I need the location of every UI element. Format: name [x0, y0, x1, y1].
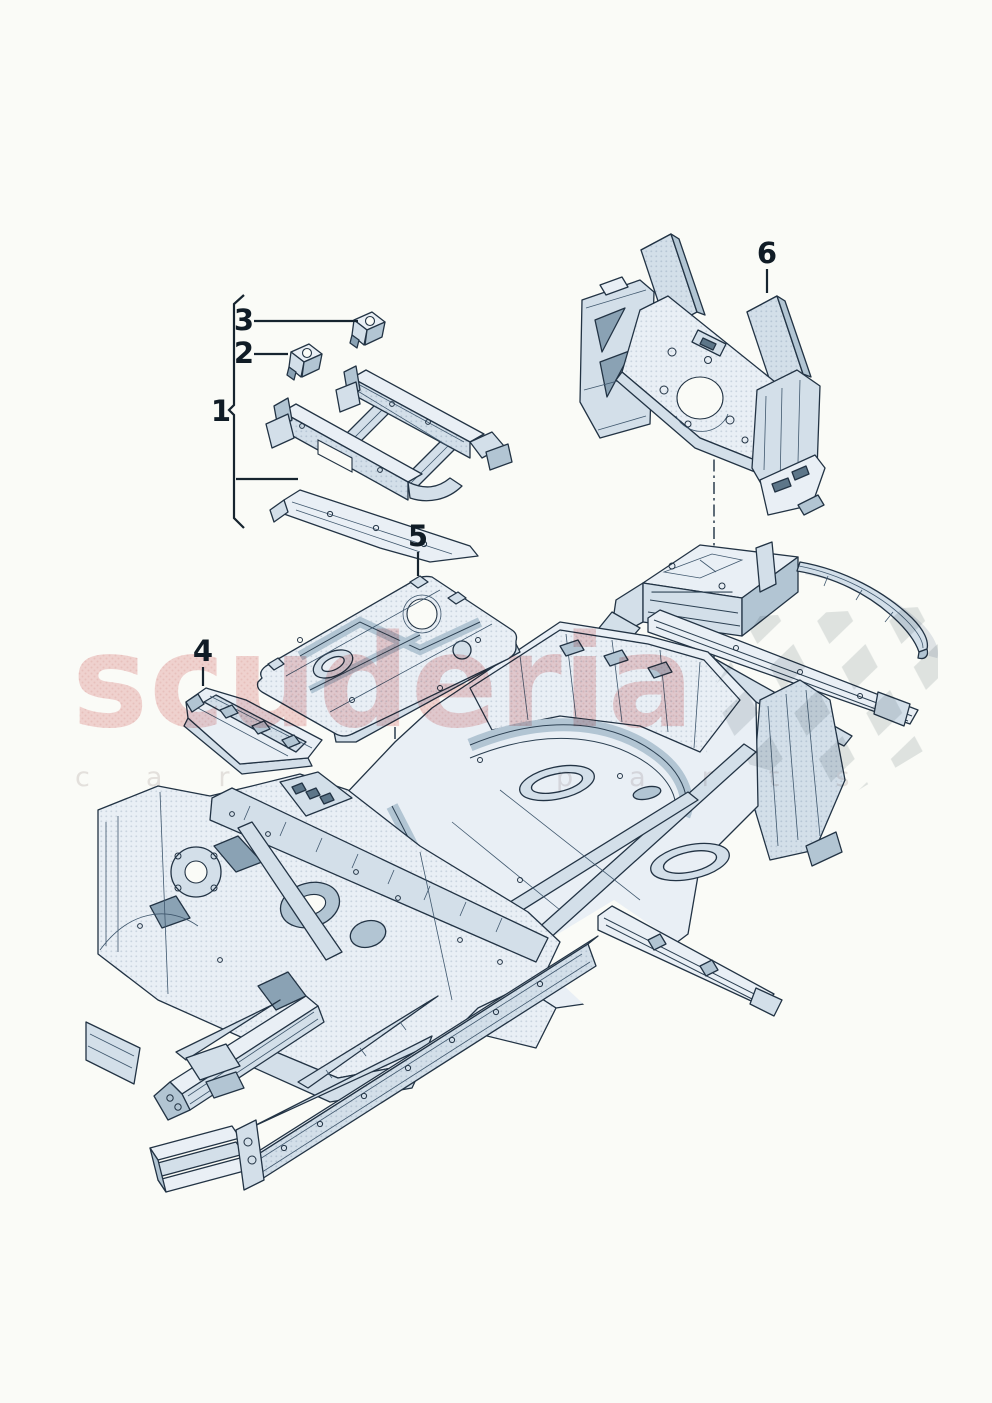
watermark-brand-text: scuderia [72, 608, 695, 757]
callout-label-4: 4 [193, 634, 213, 668]
front-frame-rails [149, 935, 599, 1193]
callouts: 1 2 3 4 5 6 [193, 236, 777, 686]
spare-wheel-well-2 [650, 842, 730, 882]
callout-label-1: 1 [211, 394, 231, 428]
bumper-mount-stack [149, 1119, 265, 1193]
callout-label-2: 2 [234, 336, 254, 370]
callout-bracket-1 [227, 294, 245, 529]
callout-label-5: 5 [408, 519, 428, 553]
mount-block-a [640, 233, 706, 329]
strut-tower-ring [170, 846, 222, 898]
right-sill-rail [597, 905, 783, 1017]
part-4-sill-panel [183, 687, 323, 775]
watermark-tagline-word1: car [75, 762, 286, 793]
part-2-bracket [286, 343, 323, 381]
part-3-bracket [349, 311, 386, 349]
callout-label-6: 6 [757, 236, 777, 270]
floor-panel-opening [528, 900, 716, 1044]
part-5-underbody-panel [256, 575, 521, 743]
mount-block-b [746, 295, 812, 391]
checkered-flag [706, 606, 938, 794]
part-1-seat-support-frame [265, 365, 513, 563]
watermark: scuderia car parts [72, 606, 938, 794]
callout-label-3: 3 [234, 303, 254, 337]
cowl-firewall [97, 771, 561, 1103]
left-edge-rail-stub [85, 1021, 141, 1085]
watermark-tagline-word2: parts [556, 762, 905, 793]
part-6-mount-assembly [579, 233, 826, 516]
spare-wheel-well [519, 764, 595, 802]
